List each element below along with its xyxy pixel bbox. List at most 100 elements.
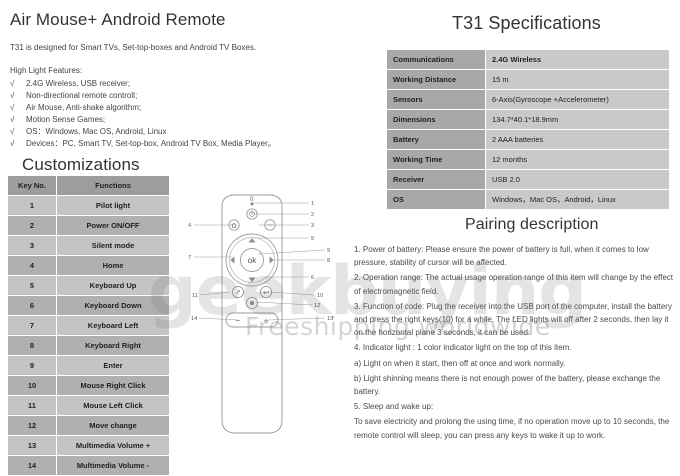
move-change-button (245, 296, 259, 310)
spec-value: 6-Axis(Gyroscope +Accelerometer) (486, 90, 669, 110)
feature-label: OS：Windows, Mac OS, Android, Linux (26, 127, 167, 136)
callout-14: 14 (191, 316, 197, 322)
check-icon: √ (10, 115, 15, 124)
remote-control-diagram: 0 ok − + 1 (188, 194, 333, 434)
spec-label: Battery (387, 130, 486, 150)
cell-function: Mouse Right Click (57, 376, 169, 396)
dpad-up-icon (248, 238, 256, 243)
column-header-key-no: Key No. (8, 176, 57, 196)
pairing-paragraph: a) Light on when it start, then off at o… (354, 358, 566, 368)
pairing-heading: Pairing description (465, 216, 599, 233)
dpad-inner-ring (229, 237, 275, 283)
cell-function: Keyboard Left (57, 316, 169, 336)
check-icon: √ (10, 91, 15, 100)
cell-function: Move change (57, 416, 169, 436)
pairing-paragraph: 5. Sleep and wake up: (354, 402, 434, 412)
pairing-paragraph: 4. Indicator light : 1 color indicator l… (354, 343, 572, 353)
spec-value: 2.4G Wireless (486, 50, 669, 70)
cell-function: Home (57, 256, 169, 276)
feature-label: 2.4G Wireless, USB receiver; (26, 79, 131, 88)
features-list: √ 2.4G Wireless, USB receiver; √ Non-direc… (10, 78, 276, 150)
cell-function: Pilot light (57, 196, 169, 216)
datasheet-page: geekbuying Freeshipping worldwide Air Mo… (8, 10, 674, 476)
pairing-paragraph: 1. Power of battery: Please ensure the p… (354, 245, 649, 268)
spec-label: OS (387, 190, 486, 210)
list-item: √ Non-directional remote controll; (10, 90, 276, 102)
home-icon (231, 222, 237, 228)
cell-key-no: 7 (8, 316, 57, 336)
callout-1: 1 (311, 201, 314, 207)
callout-lines (194, 202, 326, 321)
mouse-left-click-button (231, 285, 245, 299)
cell-key-no: 12 (8, 416, 57, 436)
cell-key-no: 10 (8, 376, 57, 396)
cell-key-no: 6 (8, 296, 57, 316)
cell-key-no: 1 (8, 196, 57, 216)
pairing-paragraph: 3. Function of code: Plug the receiver i… (354, 301, 672, 338)
cell-function: Silent mode (57, 236, 169, 256)
feature-label: Air Mouse, Anti-shake algorithm; (26, 103, 142, 112)
cursor-icon (235, 289, 241, 295)
page-title: Air Mouse+ Android Remote (10, 10, 226, 29)
pairing-paragraph: 2. Operation range: The actual usage ope… (354, 273, 674, 296)
cell-function: Enter (57, 356, 169, 376)
cell-key-no: 4 (8, 256, 57, 276)
feature-label: Motion Sense Games; (26, 115, 106, 124)
cell-function: Multimedia Volume - (57, 456, 169, 476)
list-item: √OS：Windows, Mac OS, Android, Linux (10, 126, 276, 138)
remote-body (221, 194, 283, 434)
list-item: √Devices：PC, Smart TV, Set-top-box, Andr… (10, 138, 276, 150)
cell-key-no: 13 (8, 436, 57, 456)
spec-label: Communications (387, 50, 486, 70)
spec-value: 12 months (486, 150, 669, 170)
column-header-functions: Functions (57, 176, 169, 196)
list-item: √ Air Mouse, Anti-shake algorithm; (10, 102, 276, 114)
spec-value: 15 m (486, 70, 669, 90)
callout-6: 6 (311, 275, 314, 281)
check-icon: √ (10, 139, 15, 148)
callout-0: 0 (250, 197, 254, 203)
feature-label: Non-directional remote controll; (26, 91, 138, 100)
cell-function: Keyboard Up (57, 276, 169, 296)
enter-button (259, 285, 273, 299)
power-button (246, 208, 258, 220)
cell-key-no: 14 (8, 456, 57, 476)
dpad-left-icon (230, 256, 235, 264)
silent-mode-button (264, 219, 276, 231)
callout-3: 3 (311, 223, 314, 229)
spec-label: Receiver (387, 170, 486, 190)
volume-rocker (225, 312, 279, 328)
spec-label: Working Time (387, 150, 486, 170)
check-icon: √ (10, 79, 15, 88)
cell-key-no: 9 (8, 356, 57, 376)
cell-key-no: 8 (8, 336, 57, 356)
pairing-description: 1. Power of battery: Please ensure the p… (354, 243, 674, 444)
volume-down-icon: − (235, 315, 240, 325)
spec-label: Working Distance (387, 70, 486, 90)
callout-4: 4 (188, 223, 191, 229)
cell-function: Power ON/OFF (57, 216, 169, 236)
ok-button (240, 248, 264, 272)
callout-8: 8 (327, 258, 330, 264)
move-change-icon (250, 301, 254, 305)
pairing-paragraph: To save electricity and prolong the usin… (354, 417, 670, 440)
ok-button-label: ok (248, 256, 257, 265)
check-icon: √ (10, 103, 15, 112)
callout-9: 9 (327, 248, 330, 254)
cell-key-no: 5 (8, 276, 57, 296)
callout-13: 13 (327, 316, 333, 322)
